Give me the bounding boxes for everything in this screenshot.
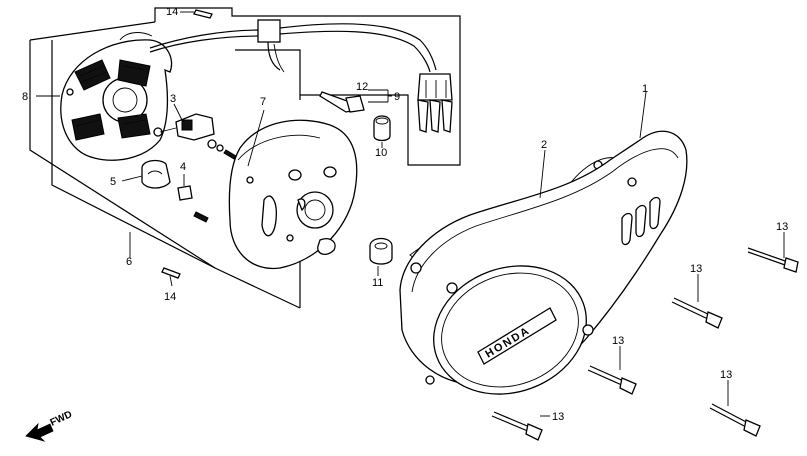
callout-10: 10 (375, 147, 387, 159)
wire-clamp (141, 159, 171, 189)
callout-4: 4 (180, 161, 186, 173)
callout-13-a: 13 (776, 221, 788, 233)
crankcase-cover: HONDA (399, 130, 688, 395)
callout-1: 1 (642, 83, 648, 95)
callout-9: 9 (394, 91, 400, 103)
callout-6: 6 (126, 256, 132, 268)
callout-7: 7 (260, 96, 266, 108)
screw-14-top (193, 9, 213, 19)
callout-2: 2 (541, 139, 547, 151)
fwd-arrow-icon (25, 422, 54, 442)
leader-lines (36, 11, 785, 417)
wiring-harness (149, 19, 453, 133)
stator-assembly-boundary (29, 7, 461, 309)
stator-plate (60, 32, 173, 161)
stator-screw (193, 211, 209, 223)
callout-13-c: 13 (612, 335, 624, 347)
pulser-fasteners (207, 139, 237, 160)
callout-13-d: 13 (720, 369, 732, 381)
callout-12: 12 (356, 81, 368, 93)
callout-11: 11 (372, 277, 383, 289)
stator-cover (228, 119, 358, 270)
bolt-13-a (747, 247, 799, 273)
bolt-13-d (709, 403, 761, 437)
bolt-13-b (671, 297, 723, 329)
callout-13-b: 13 (690, 263, 702, 275)
rubber-cap (373, 115, 391, 142)
callout-14-bottom: 14 (164, 291, 176, 303)
plug-bolt (319, 91, 365, 113)
screw-14-bottom (161, 267, 181, 279)
callout-8: 8 (22, 91, 28, 103)
callout-labels: 1 2 3 4 5 6 7 8 9 10 11 12 13 13 13 13 1… (22, 6, 788, 423)
pulser-generator (159, 113, 215, 141)
callout-3: 3 (170, 93, 176, 105)
callout-13-e: 13 (552, 411, 564, 423)
callout-5: 5 (110, 176, 116, 188)
bolt-13-e (491, 411, 543, 441)
forward-direction-indicator: FWD (25, 409, 74, 442)
bolt-13-c (587, 365, 637, 395)
callout-14-top: 14 (166, 6, 178, 18)
grommet (369, 237, 393, 265)
fwd-label: FWD (49, 409, 74, 429)
collar (177, 185, 193, 201)
